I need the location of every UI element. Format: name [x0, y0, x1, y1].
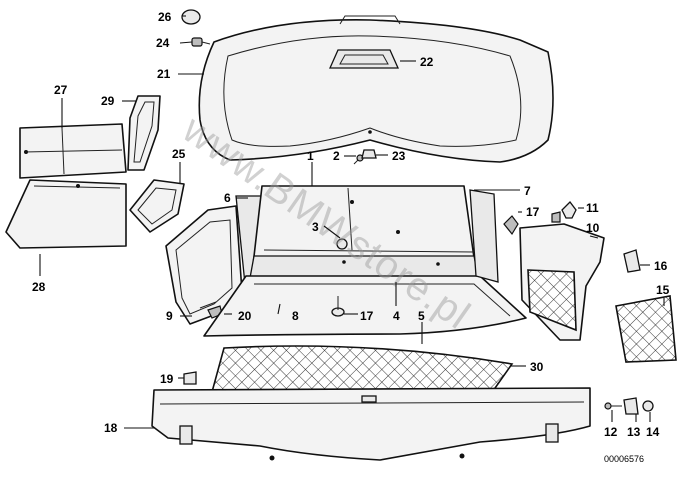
callout-14: 14: [646, 425, 660, 439]
right-side-trim: [519, 223, 605, 341]
clip-19: [183, 371, 197, 385]
floor-panel: [5, 179, 127, 249]
floor-carpet: [203, 275, 527, 337]
trim-strip: [127, 95, 161, 171]
clip-13: [623, 397, 639, 415]
clip-26: [181, 9, 201, 25]
screw-12: [604, 402, 622, 410]
callout-17-lower: 17: [360, 309, 374, 323]
callout-18: 18: [104, 421, 118, 435]
callout-23: 23: [392, 149, 406, 163]
callout-22: 22: [420, 55, 434, 69]
callout-19: 19: [160, 372, 174, 386]
callout-labels: 26 24 21 22 27 29 25 28 1 2 23 6 7 3 17 …: [32, 10, 670, 439]
callout-4: 4: [393, 309, 400, 323]
callout-1: 1: [307, 149, 314, 163]
side-net: [615, 295, 677, 363]
side-trim-board: [19, 123, 127, 179]
clip-17-lower: [331, 296, 345, 317]
nut-23: [361, 149, 377, 159]
clip-17-upper: [503, 215, 519, 236]
lid-handle-recess: [328, 49, 400, 69]
callout-10: 10: [586, 221, 600, 235]
screw-24: [191, 37, 211, 47]
callout-25: 25: [172, 147, 186, 161]
callout-21: 21: [157, 67, 171, 81]
callout-13: 13: [627, 425, 641, 439]
callout-20: 20: [238, 309, 252, 323]
nut-14: [642, 400, 654, 412]
callout-6: 6: [224, 191, 231, 205]
callout-28: 28: [32, 280, 46, 294]
callout-2: 2: [333, 149, 340, 163]
callout-17-upper: 17: [526, 205, 540, 219]
leader-lines: [39, 15, 665, 429]
callout-9: 9: [166, 309, 173, 323]
callout-8: 8: [292, 309, 299, 323]
callout-7: 7: [524, 184, 531, 198]
callout-27: 27: [54, 83, 68, 97]
callout-11: 11: [586, 201, 599, 215]
document-number: 00006576: [604, 454, 644, 464]
callout-3: 3: [312, 220, 319, 234]
loading-sill-trim: [151, 387, 591, 461]
right-bracket: [469, 189, 499, 283]
callout-30: 30: [530, 360, 544, 374]
callout-29: 29: [101, 94, 115, 108]
callout-26: 26: [158, 10, 172, 24]
trunk-lid-lining: [198, 15, 554, 163]
callout-16: 16: [654, 259, 668, 273]
callout-15: 15: [656, 283, 670, 297]
callout-12: 12: [604, 425, 618, 439]
callout-24: 24: [156, 36, 170, 50]
bracket-16: [623, 249, 641, 273]
clip-3: [336, 238, 348, 250]
clip-11: [551, 201, 577, 223]
storage-tray: [129, 179, 185, 233]
callout-5: 5: [418, 309, 425, 323]
